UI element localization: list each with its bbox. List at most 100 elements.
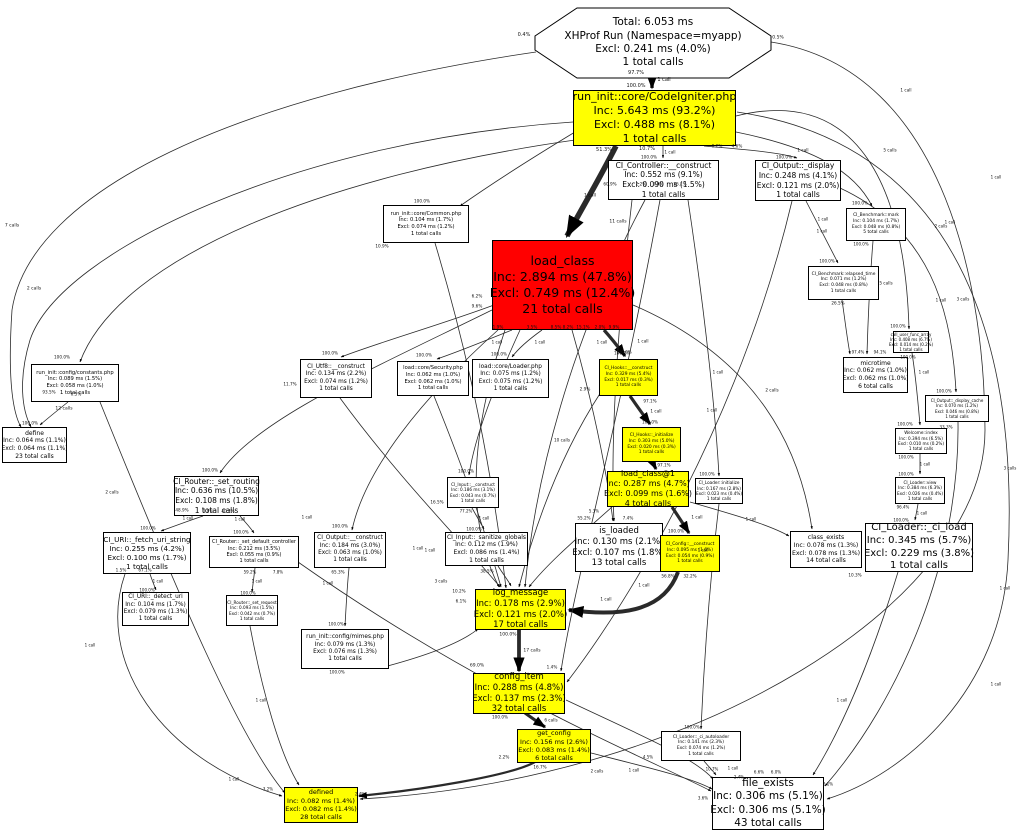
edge bbox=[468, 329, 521, 476]
edge bbox=[251, 567, 256, 593]
function-stat: Excl: 0.010 ms (0.2%) bbox=[897, 441, 945, 446]
function-name: load_class bbox=[530, 253, 595, 268]
function-name: load_class@1 bbox=[620, 468, 676, 478]
function-stat: Excl: 0.074 ms (1.2%) bbox=[676, 746, 726, 751]
edge-label: 1 call bbox=[990, 174, 1002, 180]
function-name: CI_Input::__construct bbox=[451, 481, 495, 487]
function-name: microtime bbox=[860, 359, 891, 367]
function-name: run_init::config/mimes.php bbox=[306, 634, 384, 641]
edge-label: 0.2% bbox=[711, 143, 723, 149]
edge-label: 1 call bbox=[322, 580, 334, 586]
edge bbox=[497, 565, 512, 587]
edge-label: 1 call bbox=[478, 515, 490, 521]
edge bbox=[9, 51, 537, 428]
edge bbox=[839, 187, 958, 393]
function-name: CI_Router::_set_routing bbox=[173, 476, 260, 486]
function-stat: Inc: 0.186 ms (3.1%) bbox=[451, 487, 495, 493]
edge-label: 2 calls bbox=[26, 286, 42, 292]
function-stat: 1 total calls bbox=[776, 190, 820, 200]
function-stat: 1 total calls bbox=[328, 656, 362, 663]
edge bbox=[351, 329, 499, 531]
function-stat: 17 total calls bbox=[493, 620, 548, 631]
edge-label: 96.4% bbox=[896, 504, 910, 510]
edge-label: 2 calls bbox=[765, 387, 779, 393]
edge-label: 100.0% bbox=[22, 420, 38, 426]
function-name: CI_Loader::initialize bbox=[698, 480, 740, 486]
function-stat: Inc: 0.248 ms (4.1%) bbox=[758, 170, 838, 180]
edge-label: 100.0% bbox=[322, 350, 338, 356]
edge bbox=[39, 401, 69, 426]
edge-label: 10 calls bbox=[553, 437, 571, 443]
edge bbox=[79, 139, 576, 363]
edge-label: 1 call bbox=[534, 339, 546, 345]
function-stat: XHProf Run (Namespace=myapp) bbox=[564, 29, 742, 42]
function-stat: Excl: 0.082 ms (1.4%) bbox=[285, 805, 357, 813]
edge-label: 100.0% bbox=[139, 587, 155, 593]
edge bbox=[735, 110, 911, 330]
edge-label: 0.9% bbox=[652, 181, 664, 187]
edge-label: 67.1% bbox=[138, 567, 152, 573]
function-stat: Excl: 0.086 ms (1.4%) bbox=[453, 549, 520, 556]
edge-label: 1 call bbox=[657, 77, 671, 83]
edge-label: 69.0% bbox=[469, 663, 485, 669]
function-stat: Excl: 0.100 ms (1.7%) bbox=[107, 553, 187, 562]
function-stat: 43 total calls bbox=[734, 816, 802, 829]
function-stat: 1 total calls bbox=[641, 189, 686, 199]
edge-label: 1 call bbox=[596, 339, 608, 345]
edge-label: 1 call bbox=[706, 407, 718, 413]
function-stat: Inc: 0.070 ms (1.2%) bbox=[936, 403, 978, 409]
edge-label: 8.2% bbox=[562, 324, 574, 330]
edge-label: 1 call bbox=[797, 147, 809, 153]
function-stat: Excl: 0.075 ms (1.2%) bbox=[478, 378, 543, 385]
function-stat: Excl: 0.054 ms (0.9%) bbox=[665, 553, 715, 559]
function-stat: Excl: 0.229 ms (3.8%) bbox=[863, 547, 975, 559]
edge-label: 1 call bbox=[182, 515, 194, 521]
edge-label: 16.7% bbox=[533, 764, 547, 770]
function-stat: Inc: 0.552 ms (9.1%) bbox=[624, 170, 703, 180]
function-stat: Excl: 0.043 ms (0.7%) bbox=[449, 492, 497, 498]
function-stat: 1 total calls bbox=[622, 132, 687, 146]
function-stat: Excl: 0.020 ms (0.3%) bbox=[627, 444, 676, 450]
